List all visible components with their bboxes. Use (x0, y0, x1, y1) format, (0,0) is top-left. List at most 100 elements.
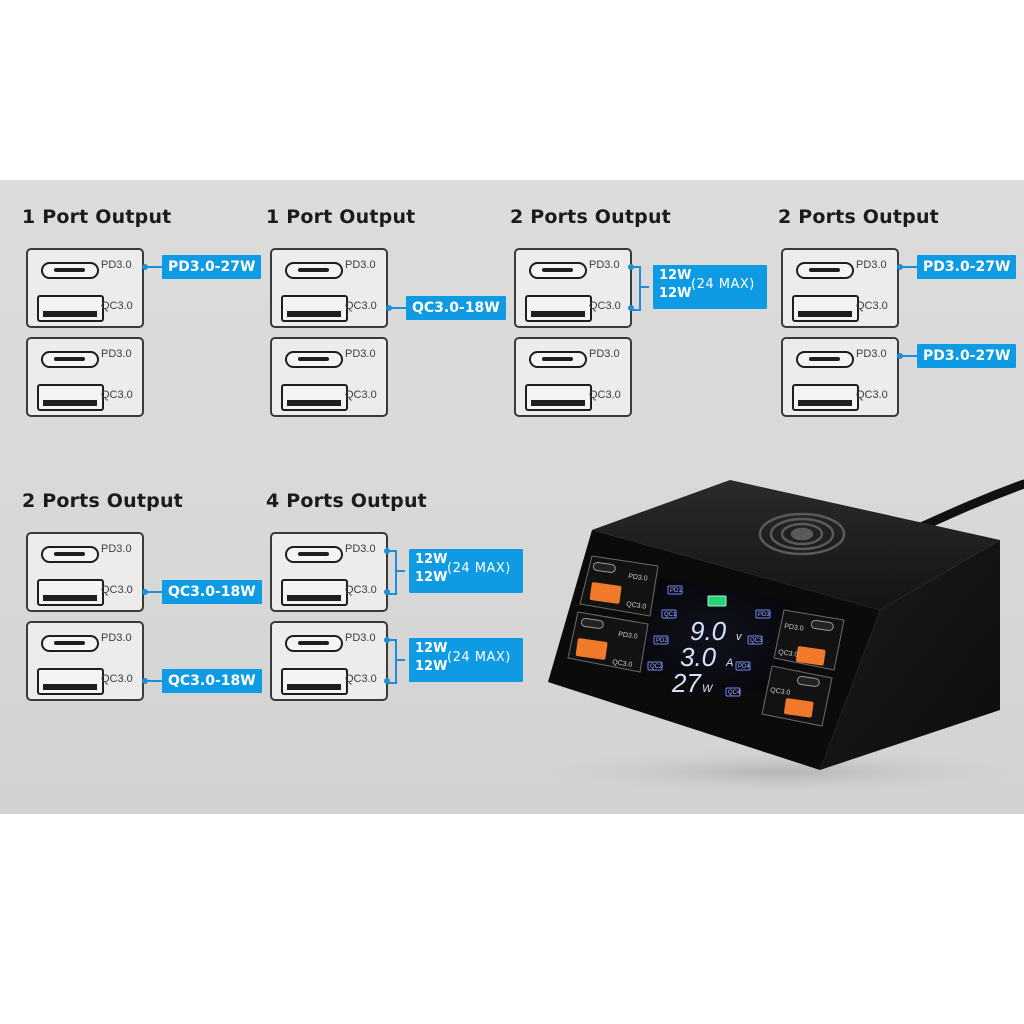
port-label-qc: QC3.0 (612, 659, 633, 669)
connector-dot (897, 264, 903, 270)
usb-c-port-icon (529, 351, 587, 368)
usb-c-port-icon (796, 351, 854, 368)
port-label-qc: QC3.0 (589, 300, 621, 312)
charger-port-module: PD3.0 QC3.0 (270, 621, 388, 701)
usb-a-port-icon (281, 579, 348, 606)
usb-c-port-icon (285, 351, 343, 368)
indicator-label: PD1 (670, 588, 682, 594)
power-unit: W (702, 683, 714, 695)
port-label-pd: PD3.0 (856, 259, 887, 271)
lcd-indicator-chips: PD1 QC1 PD2 QC2 PD3 QC3 PD4 QC4 (647, 585, 771, 697)
usb-c-port-icon (529, 262, 587, 279)
port-label-qc: QC3.0 (589, 389, 621, 401)
output-badge: QC3.0-18W (162, 669, 262, 693)
connector-dot (386, 305, 392, 311)
combined-output-badge: 12W 12W (24 MAX) (653, 265, 767, 309)
device-side (820, 540, 1000, 770)
usb-a-port-icon (792, 295, 859, 322)
badge-line-1: 12W (415, 552, 448, 567)
port-label-pd: PD3.0 (589, 259, 620, 271)
connector-bracket (388, 550, 397, 595)
connector-dot (628, 305, 634, 311)
badge-max: (24 MAX) (447, 650, 511, 665)
usb-c-port-icon (285, 635, 343, 652)
usb-a-port-icon (525, 295, 592, 322)
connector-dot (384, 548, 390, 554)
usb-c-port-icon (796, 262, 854, 279)
usb-a-port-icon (281, 295, 348, 322)
group-title: 1 Port Output (22, 206, 172, 228)
indicator-label: QC3 (750, 638, 763, 644)
left-port-block: PD3.0 QC3.0 (567, 611, 649, 673)
output-badge: PD3.0-27W (917, 255, 1017, 279)
usb-a-port-icon (575, 638, 608, 660)
left-port-block: PD3.0 QC3.0 (579, 555, 659, 617)
usb-c-port-icon (41, 351, 99, 368)
port-label-pd: PD3.0 (101, 259, 132, 271)
badge-line-2: 12W (659, 286, 692, 301)
indicator-label: PD2 (656, 638, 668, 644)
usb-a-port-icon (281, 668, 348, 695)
port-label-pd: PD3.0 (345, 259, 376, 271)
port-label-qc: QC3.0 (345, 673, 377, 685)
right-port-block: PD3.0 QC3.0 (773, 609, 845, 671)
usb-a-port-icon (37, 668, 104, 695)
battery-icon (707, 595, 727, 607)
usb-c-port-icon (592, 562, 616, 573)
charger-port-module: PD3.0 QC3.0 (781, 248, 899, 328)
port-label-pd: PD3.0 (101, 348, 132, 360)
usb-c-port-icon (41, 635, 99, 652)
output-badge: PD3.0-27W (162, 255, 262, 279)
port-label-pd: PD3.0 (856, 348, 887, 360)
usb-c-port-icon (285, 546, 343, 563)
charger-port-module: PD3.0 QC3.0 (781, 337, 899, 417)
charger-port-module: PD3.0 QC3.0 (270, 532, 388, 612)
charger-port-module: PD3.0 QC3.0 (26, 337, 144, 417)
connector-dot (142, 264, 148, 270)
badge-line-2: 12W (415, 570, 448, 585)
group-title: 2 Ports Output (778, 206, 939, 228)
port-label-qc: QC3.0 (770, 687, 791, 697)
usb-a-port-icon (281, 384, 348, 411)
connector-bracket (632, 266, 641, 311)
badge-max: (24 MAX) (691, 277, 755, 292)
charger-port-module: PD3.0 QC3.0 (514, 248, 632, 328)
indicator-label: PD4 (738, 664, 750, 670)
connector-dot (142, 678, 148, 684)
connector-line (397, 570, 405, 572)
combined-output-badge: 12W 12W (24 MAX) (409, 549, 523, 593)
current-value: 3.0 (680, 642, 717, 672)
group-title: 2 Ports Output (22, 490, 183, 512)
current-unit: A (725, 657, 733, 669)
port-label-qc: QC3.0 (101, 673, 133, 685)
indicator-label: QC4 (728, 690, 741, 696)
connector-line (390, 307, 406, 309)
usb-a-port-icon (37, 295, 104, 322)
badge-max: (24 MAX) (447, 561, 511, 576)
connector-line (901, 355, 917, 357)
connector-line (901, 266, 917, 268)
port-label-qc: QC3.0 (345, 300, 377, 312)
connector-line (641, 286, 649, 288)
group-title: 4 Ports Output (266, 490, 427, 512)
port-label-pd: PD3.0 (628, 573, 648, 583)
port-label-qc: QC3.0 (345, 584, 377, 596)
charger-port-module: PD3.0 QC3.0 (26, 248, 144, 328)
charger-port-module: PD3.0 QC3.0 (26, 621, 144, 701)
charger-port-module: PD3.0 QC3.0 (270, 337, 388, 417)
connector-line (146, 591, 162, 593)
port-label-pd: PD3.0 (345, 543, 376, 555)
power-value: 27 (671, 668, 702, 698)
connector-dot (384, 637, 390, 643)
voltage-unit: v (736, 631, 743, 643)
output-badge: QC3.0-18W (406, 296, 506, 320)
output-badge: QC3.0-18W (162, 580, 262, 604)
combined-output-badge: 12W 12W (24 MAX) (409, 638, 523, 682)
badge-line-1: 12W (659, 268, 692, 283)
usb-c-port-icon (285, 262, 343, 279)
usb-a-port-icon (796, 646, 826, 666)
indicator-label: PD3 (758, 612, 770, 618)
connector-line (146, 266, 162, 268)
port-label-qc: QC3.0 (101, 300, 133, 312)
port-label-pd: PD3.0 (101, 543, 132, 555)
